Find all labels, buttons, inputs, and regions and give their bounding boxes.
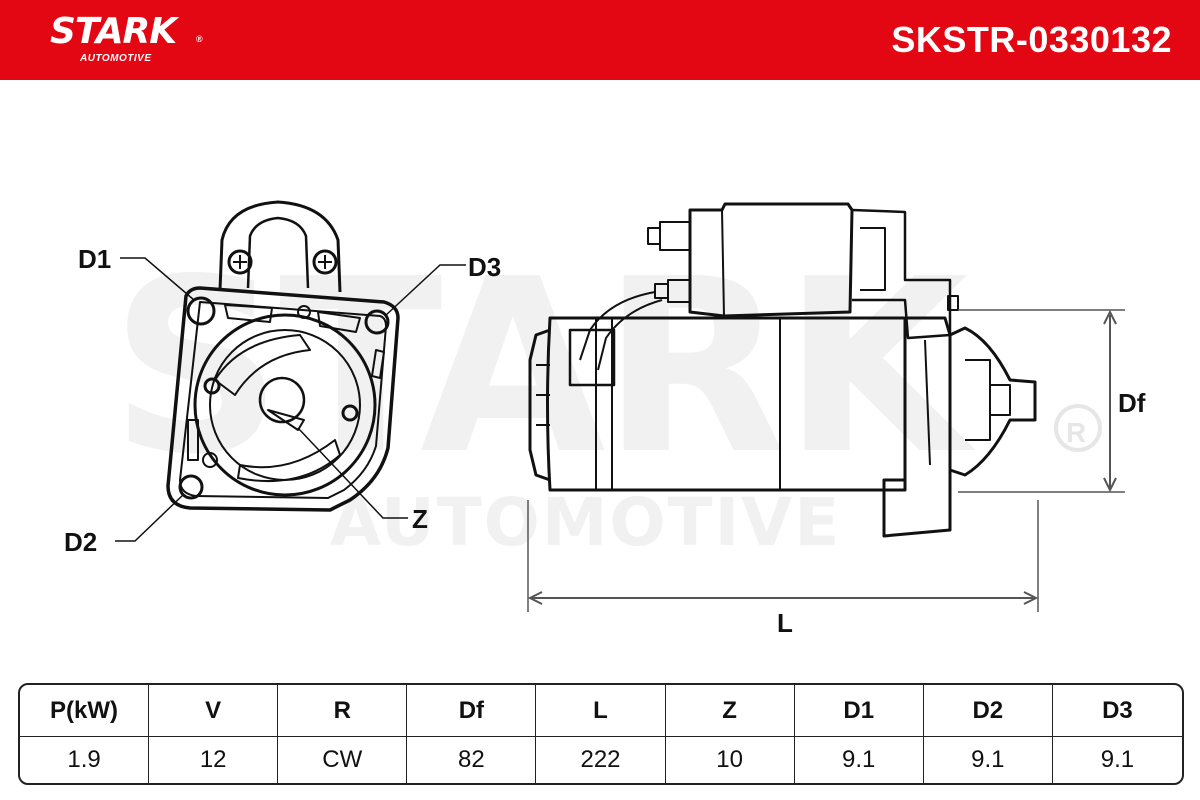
spec-value-power: 1.9 [20, 737, 150, 783]
spec-header-length: L [536, 685, 666, 737]
pinion-tooth [267, 409, 305, 431]
solenoid-bracket [851, 208, 952, 340]
front-view-flange [166, 200, 400, 512]
specification-table: P(kW) V R Df L Z D1 D2 D3 1.9 12 CW 82 2… [18, 683, 1184, 785]
label-d3: D3 [468, 252, 501, 282]
hole-d1 [186, 296, 216, 326]
header-bar: STARK ® AUTOMOTIVE SKSTR-0330132 [0, 0, 1200, 80]
label-d1: D1 [78, 244, 111, 274]
spec-value-rotation: CW [278, 737, 408, 783]
spec-value-d1: 9.1 [795, 737, 924, 783]
watermark: STARK AUTOMOTIVE R [110, 227, 1102, 561]
pinion-shaft [258, 376, 306, 424]
spec-header-power: P(kW) [20, 685, 150, 737]
leader-z [297, 427, 408, 519]
flange-top-inner [246, 216, 310, 289]
spec-header-voltage: V [149, 685, 279, 737]
watermark-brand: STARK [110, 227, 976, 507]
watermark-subtitle: AUTOMOTIVE [330, 484, 841, 561]
part-number: SKSTR-0330132 [891, 19, 1172, 60]
watermark-reg-circle [1054, 404, 1102, 452]
spec-header-d1: D1 [794, 685, 924, 737]
spec-value-teeth: 10 [666, 737, 795, 783]
logo-brand-text: STARK [50, 11, 177, 52]
label-df: Df [1118, 388, 1146, 418]
rear-end-cap [528, 328, 551, 482]
spec-value-voltage: 12 [149, 737, 279, 783]
pinion-nose [949, 326, 1037, 477]
flange-outer-edge [166, 286, 400, 512]
logo-registered-mark: ® [196, 34, 203, 44]
watermark-reg-letter: R [1066, 417, 1086, 448]
spec-header-teeth: Z [665, 685, 795, 737]
drive-housing [882, 316, 952, 538]
housing-bolt-left [203, 377, 221, 395]
leader-d1 [120, 257, 195, 301]
spec-value-length: 222 [536, 737, 666, 783]
leader-d2 [115, 493, 185, 542]
technical-drawing: STARK AUTOMOTIVE R [0, 80, 1200, 670]
leader-lines [115, 257, 466, 542]
housing-rib-bottom [237, 439, 341, 483]
spec-header-rotation: R [278, 685, 408, 737]
motor-yoke [546, 316, 907, 492]
leader-d3 [384, 264, 466, 317]
flange-top-housing [218, 200, 342, 293]
stark-logo: STARK ® AUTOMOTIVE [50, 8, 220, 68]
hole-d2 [178, 474, 204, 500]
label-d2: D2 [64, 527, 97, 557]
hole-d3 [364, 309, 390, 335]
flange-screw-left [227, 249, 253, 275]
spec-header-d2: D2 [923, 685, 1053, 737]
starter-motor-drawing: STARK AUTOMOTIVE R [64, 200, 1146, 638]
spec-value-d3: 9.1 [1100, 746, 1135, 773]
logo-subtitle: AUTOMOTIVE [80, 53, 152, 64]
cable-grommet [568, 328, 616, 387]
housing-bolt-right [341, 404, 359, 422]
spec-value-df: 82 [407, 737, 537, 783]
spec-header-df: Df [407, 685, 537, 737]
label-z: Z [412, 504, 428, 534]
spec-header-d3: D3 [1052, 685, 1182, 737]
spec-value-row: 1.9 12 CW 82 222 10 9.1 9.1 9.1 [20, 737, 1182, 783]
housing-outer-ring [193, 313, 377, 497]
flange-screw-right [312, 249, 338, 275]
housing-rib-top [214, 334, 311, 396]
spec-header-row: P(kW) V R Df L Z D1 D2 D3 [20, 685, 1182, 737]
label-l: L [777, 608, 793, 638]
spec-value-d2: 9.1 [924, 737, 1053, 783]
flange-inner-edge [179, 301, 387, 499]
dimension-lines [527, 309, 1125, 612]
side-view-motor [528, 202, 1037, 538]
